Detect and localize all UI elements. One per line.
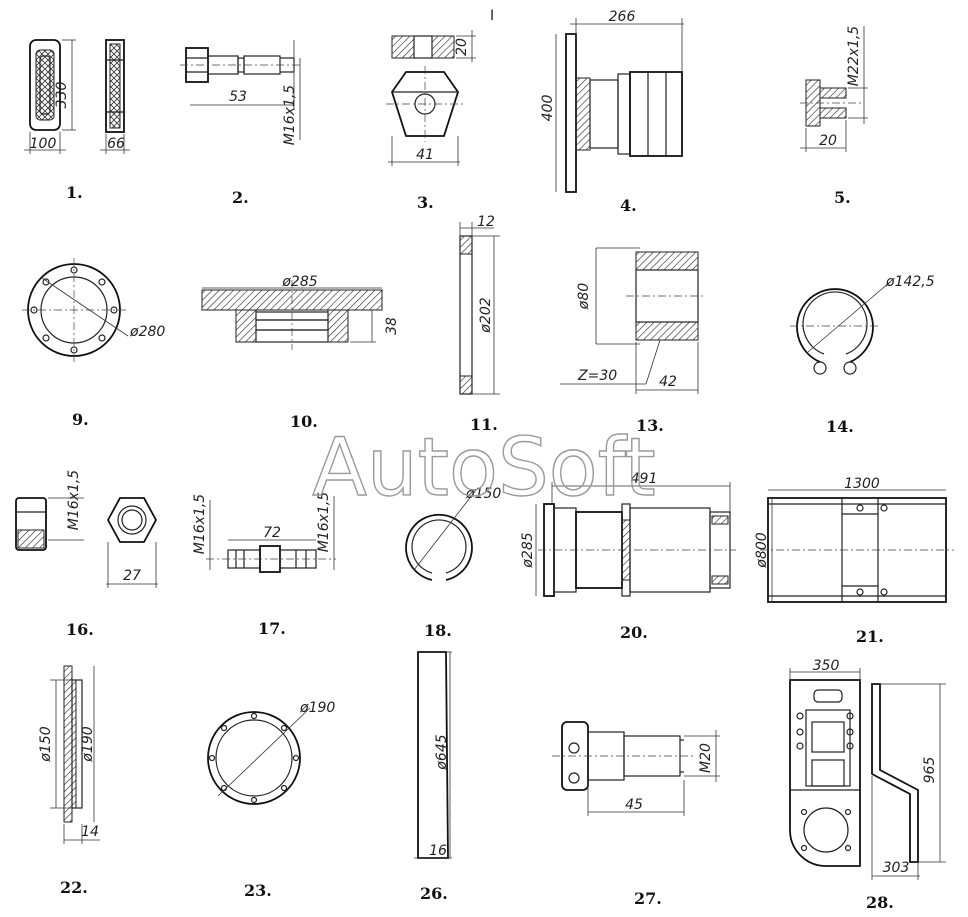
part-21-dim-diameter: ø800: [754, 532, 770, 568]
part-28-number: 28.: [866, 893, 894, 912]
part-28-drawing: [789, 668, 946, 880]
part-10-dim-height: 38: [384, 317, 400, 335]
part-17-dim-thread-right: M16x1,5: [316, 492, 332, 553]
part-20-dim-diameter: ø285: [520, 532, 536, 568]
watermark-text: AutoSoft: [312, 421, 656, 514]
part-18-dim-diameter: ø150: [465, 486, 501, 502]
part-11-drawing: [459, 222, 500, 395]
part-14-number: 14.: [826, 417, 854, 436]
part-5-number: 5.: [834, 188, 851, 207]
part-4-number: 4.: [620, 196, 637, 215]
part-26-drawing: [414, 651, 452, 859]
part-17-dim-length: 72: [263, 525, 281, 541]
part-26-dim-diameter: ø645: [434, 734, 450, 770]
part-27-dim-thread: M20: [698, 743, 714, 773]
part-4-drawing: [555, 18, 684, 193]
part-9-drawing: [22, 258, 129, 362]
part-5-dim-length: 20: [819, 133, 837, 149]
part-13-dim-teeth: Z=30: [577, 368, 617, 384]
part-27-dim-length: 45: [625, 797, 643, 813]
part-14-dim-diameter: ø142,5: [885, 274, 935, 290]
part-18-drawing: [405, 489, 477, 581]
part-14-drawing: [790, 281, 891, 375]
part-16-drawing: [15, 497, 158, 588]
part-13-dim-width: 42: [659, 374, 677, 390]
part-1-number: 1.: [66, 183, 83, 202]
part-11-number: 11.: [470, 415, 498, 434]
part-4-dim-length: 266: [609, 9, 636, 25]
part-5-drawing: [800, 26, 868, 152]
part-9-number: 9.: [72, 410, 89, 429]
part-10-number: 10.: [290, 412, 318, 431]
part-17-dim-thread-left: M16x1,5: [192, 494, 208, 555]
part-16-dim-thread: M16x1,5: [66, 470, 82, 531]
part-2-dim-length: 53: [229, 89, 247, 105]
part-21-dim-length: 1300: [844, 476, 880, 492]
part-22-drawing: [50, 665, 100, 844]
part-3-drawing: [386, 30, 476, 166]
part-20-drawing: [535, 482, 736, 597]
part-13-drawing: [560, 247, 706, 394]
part-11-dim-width: 12: [477, 214, 495, 230]
part-2-number: 2.: [232, 188, 249, 207]
part-9-dim-diameter: ø280: [129, 324, 165, 340]
part-16-number: 16.: [66, 620, 94, 639]
part-5-dim-thread: M22x1,5: [846, 26, 862, 87]
part-22-dim-outer: ø190: [80, 726, 96, 762]
part-23-dim-diameter: ø190: [299, 700, 335, 716]
part-10-drawing: [201, 280, 383, 350]
part-3-number: 3.: [417, 193, 434, 212]
part-22-number: 22.: [60, 878, 88, 897]
part-27-drawing: [552, 721, 720, 816]
part-28-dim-width: 350: [813, 658, 840, 674]
part-3-dim-width: 41: [416, 147, 434, 163]
part-11-dim-diameter: ø202: [478, 297, 494, 333]
part-3-dim-height: 20: [454, 38, 470, 56]
part-1-drawing: [24, 39, 130, 154]
part-28-dim-depth: 303: [883, 860, 910, 876]
part-1-dim-depth: 66: [107, 136, 125, 152]
part-28-dim-height: 965: [922, 757, 938, 784]
part-21-drawing: [760, 489, 954, 603]
part-18-number: 18.: [424, 621, 452, 640]
sheet-marker: I: [490, 8, 494, 24]
part-20-number: 20.: [620, 623, 648, 642]
part-26-dim-thickness: 16: [429, 843, 447, 859]
part-10-dim-diameter: ø285: [281, 274, 317, 290]
part-27-number: 27.: [634, 889, 662, 908]
part-2-drawing: [180, 40, 301, 140]
part-23-drawing: [207, 707, 311, 805]
part-22-dim-width: 14: [81, 824, 99, 840]
part-21-number: 21.: [856, 627, 884, 646]
part-4-dim-height: 400: [540, 95, 556, 122]
part-22-dim-inner: ø150: [38, 726, 54, 762]
part-26-number: 26.: [420, 884, 448, 903]
part-13-dim-diameter: ø80: [576, 283, 592, 310]
part-13-number: 13.: [636, 416, 664, 435]
part-16-dim-width: 27: [123, 568, 141, 584]
part-1-dim-height: 330: [54, 82, 70, 109]
part-1-dim-width: 100: [30, 136, 57, 152]
part-2-dim-thread: M16x1,5: [282, 85, 298, 146]
part-17-number: 17.: [258, 619, 286, 638]
part-17-drawing: [206, 496, 336, 573]
part-23-number: 23.: [244, 881, 272, 900]
part-20-dim-length: 491: [631, 471, 658, 487]
